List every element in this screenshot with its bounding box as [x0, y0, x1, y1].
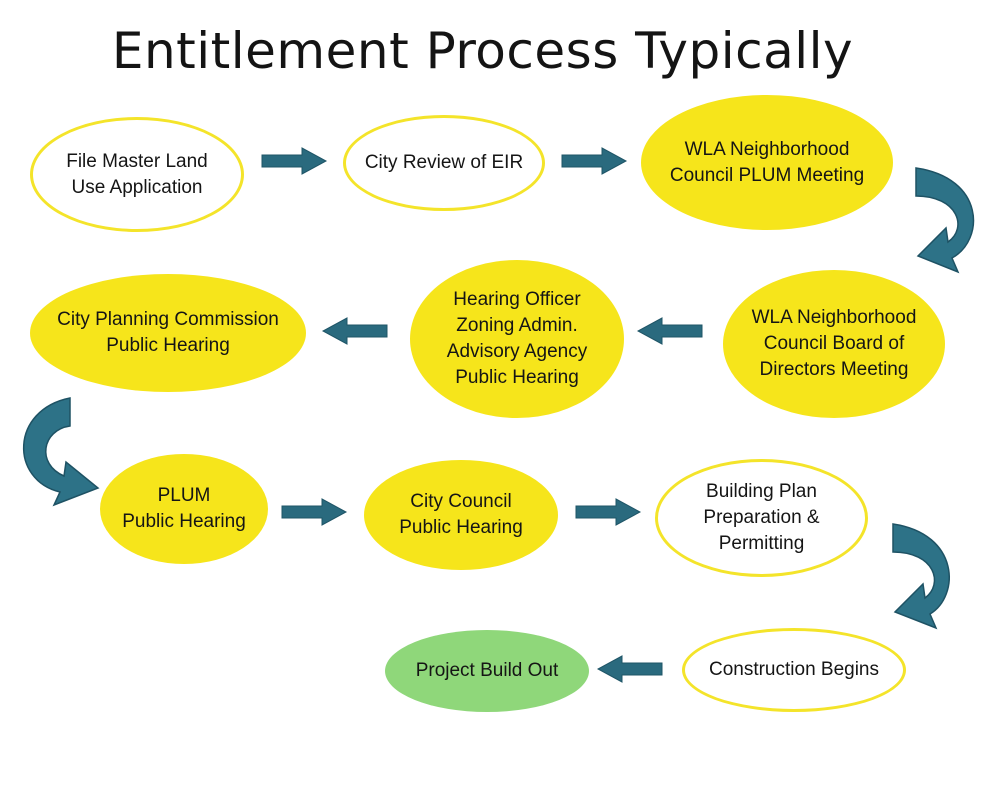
step-wla-neighborhood-council-plum-meeting: WLA Neighborhood Council PLUM Meeting: [641, 95, 893, 230]
step-hearing-officer-public-hearing: Hearing Officer Zoning Admin. Advisory A…: [410, 260, 624, 418]
step-label: City Planning Commission Public Hearing: [57, 309, 279, 356]
arrow-right-icon: [261, 147, 328, 175]
step-label: Project Build Out: [415, 660, 559, 681]
step-label: Construction Begins: [708, 659, 880, 680]
step-city-planning-commission-public-hearing: City Planning Commission Public Hearing: [30, 274, 306, 392]
step-label: Building Plan Preparation & Permitting: [703, 481, 820, 554]
step-label: PLUM Public Hearing: [122, 485, 246, 532]
arrow-right-icon: [575, 498, 642, 526]
step-construction-begins: Construction Begins: [682, 628, 906, 712]
step-label: File Master Land Use Application: [66, 150, 208, 198]
step-building-plan-preparation-permitting: Building Plan Preparation & Permitting: [655, 459, 868, 577]
curved-arrow-down-left-icon: [23, 397, 100, 507]
step-wla-neighborhood-council-board-meeting: WLA Neighborhood Council Board of Direct…: [723, 270, 945, 418]
step-label: WLA Neighborhood Council PLUM Meeting: [669, 138, 865, 186]
arrow-left-icon: [636, 317, 703, 345]
step-file-master-land-use-application: File Master Land Use Application: [30, 117, 244, 232]
arrow-left-icon: [596, 655, 663, 683]
curved-arrow-down-right-icon: [892, 523, 950, 630]
arrow-right-icon: [561, 147, 628, 175]
step-city-review-of-eir: City Review of EIR: [343, 115, 545, 211]
step-plum-public-hearing: PLUM Public Hearing: [100, 454, 268, 564]
step-project-build-out: Project Build Out: [385, 630, 589, 712]
step-label: City Council Public Hearing: [399, 491, 523, 538]
arrow-right-icon: [281, 498, 348, 526]
curved-arrow-down-right-icon: [915, 167, 975, 274]
step-label: WLA Neighborhood Council Board of Direct…: [751, 307, 917, 380]
arrow-left-icon: [321, 317, 388, 345]
diagram-title: Entitlement Process Typically: [111, 22, 854, 80]
step-city-council-public-hearing: City Council Public Hearing: [364, 460, 558, 570]
step-label: City Review of EIR: [364, 152, 524, 173]
step-label: Hearing Officer Zoning Admin. Advisory A…: [446, 289, 588, 388]
